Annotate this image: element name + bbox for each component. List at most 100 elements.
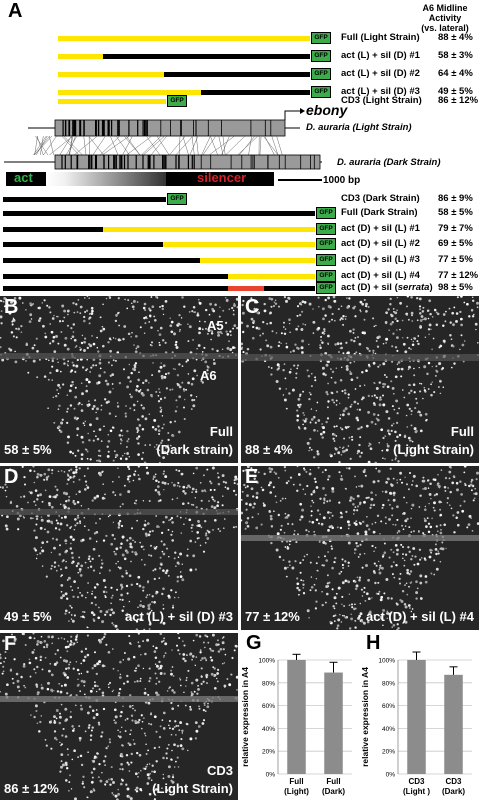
chart-g-svg: relative expression in A40%20%40%60%80%1… <box>240 653 352 796</box>
construct-value: 69 ± 5% <box>438 238 473 249</box>
gfp-box: GFP <box>316 254 336 266</box>
light-segment <box>58 90 201 95</box>
construct-value: 88 ± 4% <box>438 32 473 43</box>
segment-a6-label: A6 <box>200 368 217 383</box>
construct-name-italic: serrata <box>397 282 430 293</box>
alignment-lines <box>33 135 283 156</box>
dark-strain-gene <box>4 154 322 170</box>
construct-value: 64 ± 4% <box>438 68 473 79</box>
regulatory-map <box>6 172 274 186</box>
micrograph-d-texture <box>0 466 238 630</box>
micrograph-b: B A5 A6 Full (Dark strain) 58 ± 5% <box>0 296 238 463</box>
light-segment <box>163 242 315 247</box>
species-dark-label: D. auraria (Dark Strain) <box>337 157 441 168</box>
panel-a-letter: A <box>8 0 23 22</box>
y-tick-label: 60% <box>262 703 275 710</box>
y-tick-label: 80% <box>382 680 395 687</box>
gfp-box: GFP <box>316 223 336 235</box>
construct-name: act (L) + sil (D) #3 <box>341 86 420 97</box>
dark-segment <box>3 274 228 279</box>
y-tick-label: 0% <box>386 772 396 779</box>
x-tick-label: Full <box>326 777 340 786</box>
construct-name: act (L) + sil (D) #2 <box>341 68 420 79</box>
x-tick-label: CD3 <box>445 777 462 786</box>
light-segment <box>58 72 164 77</box>
construct-name: CD3 (Light Strain) <box>341 95 422 106</box>
dark-segment <box>264 286 315 291</box>
x-tick-label: Full <box>289 777 303 786</box>
gfp-box: GFP <box>316 238 336 250</box>
dark-segment <box>201 90 310 95</box>
gfp-box: GFP <box>167 95 187 107</box>
gfp-box: GFP <box>316 207 336 219</box>
light-segment <box>58 54 103 59</box>
panel-e-label: act (D) + sil (L) #4 <box>366 609 474 624</box>
panel-f-label-1: CD3 <box>206 763 233 778</box>
construct-name: CD3 (Dark Strain) <box>341 193 420 204</box>
panel-b-value: 58 ± 5% <box>4 442 52 457</box>
construct-name-suffix: ) <box>429 282 433 293</box>
construct-name: Full (Light Strain) <box>341 32 420 43</box>
construct-name-prefix: act (D) + sil ( <box>341 282 398 293</box>
light-segment <box>200 258 315 263</box>
micrograph-e: E act (D) + sil (L) #4 77 ± 12% <box>241 466 479 630</box>
bar <box>287 660 306 774</box>
construct-row: GFP act (L) + sil (D) #2 64 ± 4% <box>0 68 479 81</box>
dark-segment <box>3 286 228 291</box>
construct-value: 86 ± 12% <box>438 95 479 106</box>
micrograph-e-texture <box>241 466 479 630</box>
micrograph-f-texture <box>0 633 238 800</box>
panel-d-value: 49 ± 5% <box>4 609 52 624</box>
construct-value: 58 ± 3% <box>438 50 473 61</box>
construct-row: GFP act (D) + sil (L) #2 69 ± 5% <box>0 238 479 251</box>
dark-segment <box>3 211 315 216</box>
construct-name: act (D) + sil (L) #2 <box>341 238 420 249</box>
micrograph-c-texture <box>241 296 479 463</box>
light-segment <box>228 274 315 279</box>
dark-segment <box>3 197 166 202</box>
panel-d-label: act (L) + sil (D) #3 <box>125 609 233 624</box>
panel-b-label-1: Full <box>209 424 233 439</box>
construct-row: GFP CD3 (Dark Strain) 86 ± 9% <box>0 193 479 206</box>
x-tick-label: (Light ) <box>403 787 430 796</box>
construct-name: Full (Dark Strain) <box>341 207 418 218</box>
micrograph-d: D act (L) + sil (D) #3 49 ± 5% <box>0 466 238 630</box>
dark-segment <box>164 72 310 77</box>
panel-b-label-2: (Dark strain) <box>156 442 233 457</box>
segment-a5-label: A5 <box>207 318 224 333</box>
construct-value: 49 ± 5% <box>438 86 473 97</box>
panel-f-value: 86 ± 12% <box>4 781 59 796</box>
y-tick-label: 60% <box>382 703 395 710</box>
y-tick-label: 100% <box>258 658 275 665</box>
silencer-label: silencer <box>197 170 247 185</box>
construct-name: act (D) + sil (L) #3 <box>341 254 420 265</box>
gfp-box: GFP <box>311 68 331 80</box>
y-axis-label: relative expression in A4 <box>240 667 250 767</box>
bar <box>324 672 343 774</box>
construct-name: act (L) + sil (D) #1 <box>341 50 420 61</box>
construct-value: 79 ± 7% <box>438 223 473 234</box>
panel-f-label-2: (Light Strain) <box>152 781 233 796</box>
light-segment <box>58 36 310 41</box>
x-tick-label: CD3 <box>408 777 425 786</box>
chart-h-svg: relative expression in A40%20%40%60%80%1… <box>360 651 472 796</box>
activator-label: act <box>14 170 33 185</box>
dark-segment <box>3 242 163 247</box>
construct-name: act (D) + sil (L) #4 <box>341 270 420 281</box>
construct-row: GFP act (L) + sil (D) #3 49 ± 5% <box>0 86 479 99</box>
scale-label: 1000 bp <box>323 175 361 186</box>
light-segment <box>103 227 315 232</box>
gfp-box: GFP <box>311 32 331 44</box>
panel-c-label-1: Full <box>450 424 474 439</box>
gene-name: ebony <box>306 102 348 118</box>
y-tick-label: 20% <box>262 749 275 756</box>
y-tick-label: 100% <box>378 658 395 665</box>
micrograph-f: F CD3 (Light Strain) 86 ± 12% <box>0 633 238 800</box>
panel-c-letter: C <box>245 296 260 318</box>
gfp-box: GFP <box>316 270 336 282</box>
dark-segment <box>103 54 310 59</box>
construct-value: 77 ± 5% <box>438 254 473 265</box>
x-tick-label: (Light) <box>284 787 309 796</box>
